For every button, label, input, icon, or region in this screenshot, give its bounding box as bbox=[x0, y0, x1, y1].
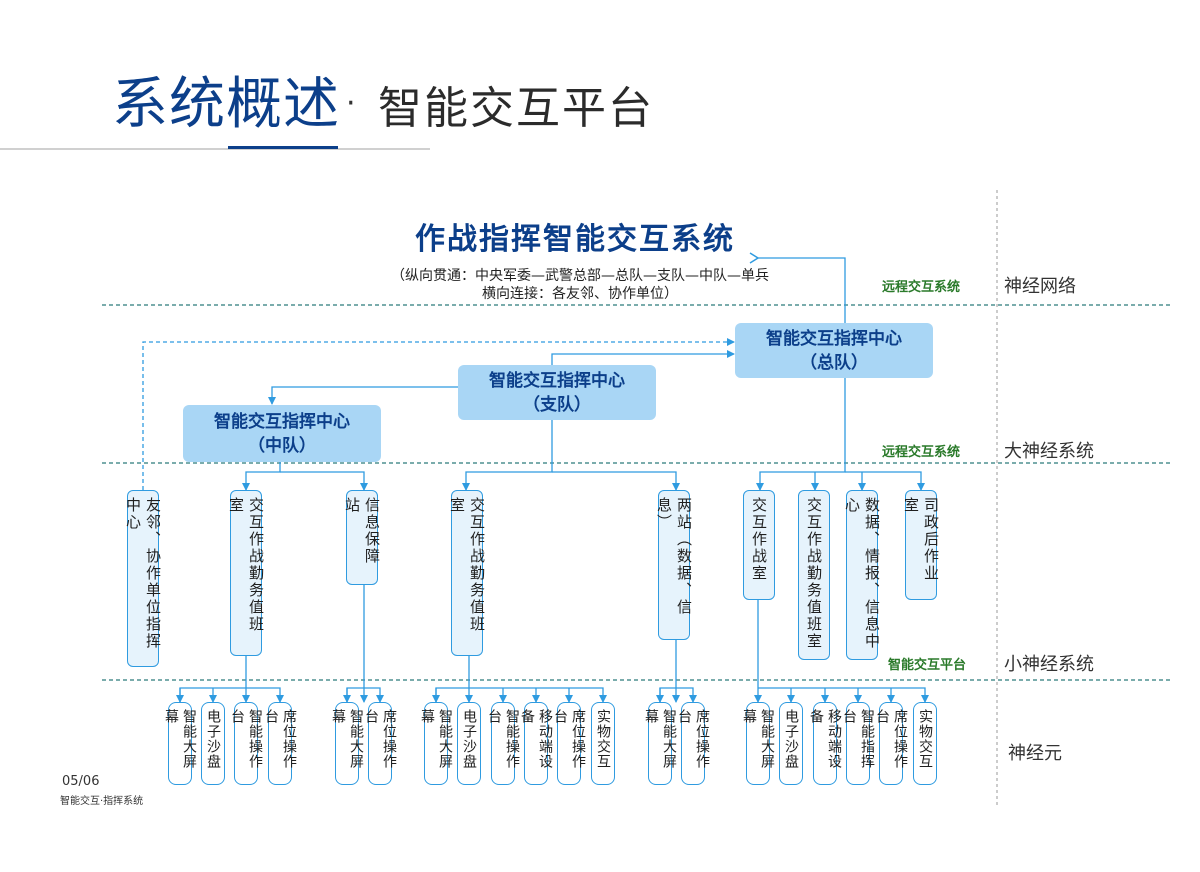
room-box: 信息保障站 bbox=[343, 490, 381, 585]
terminal-box: 席位操作台 bbox=[363, 702, 397, 785]
system-note-line1: （纵向贯通：中央军委—武警总部—总队—支队—中队—单兵 bbox=[391, 268, 769, 284]
center-unit: （总队） bbox=[800, 352, 868, 373]
terminal-box: 电子沙盘 bbox=[779, 702, 803, 785]
room-box: 友邻、协作单位指挥中心 bbox=[124, 490, 162, 667]
room-box: 交互作战勤务值班室 bbox=[448, 490, 486, 656]
terminal-box: 席位操作台 bbox=[676, 702, 710, 785]
terminal-box: 电子沙盘 bbox=[457, 702, 481, 785]
terminal-box: 智能大屏幕 bbox=[741, 702, 775, 785]
layer-label-remote: 远程交互系统 bbox=[882, 445, 961, 460]
level-label: 小神经系统 bbox=[1004, 654, 1094, 675]
room-box: 交互作战室 bbox=[743, 490, 775, 600]
center-zongdui: 智能交互指挥中心 （总队） bbox=[735, 323, 933, 378]
center-zhidui: 智能交互指挥中心 （支队） bbox=[458, 365, 656, 420]
level-label: 神经网络 bbox=[1004, 276, 1076, 297]
center-name: 智能交互指挥中心 bbox=[214, 411, 350, 432]
terminal-box: 席位操作台 bbox=[263, 702, 297, 785]
center-zhongdui: 智能交互指挥中心 （中队） bbox=[183, 405, 381, 462]
terminal-box: 移动端设备 bbox=[808, 702, 842, 785]
center-unit: （支队） bbox=[523, 394, 591, 415]
terminal-box: 智能大屏幕 bbox=[163, 702, 197, 785]
footer-caption: 智能交互·指挥系统 bbox=[60, 796, 144, 807]
header-divider bbox=[0, 148, 430, 150]
terminal-box: 席位操作台 bbox=[874, 702, 908, 785]
terminal-box: 智能大屏幕 bbox=[419, 702, 453, 785]
room-box: 数据、情报、信息中心 bbox=[843, 490, 881, 660]
center-name: 智能交互指挥中心 bbox=[489, 370, 625, 391]
center-unit: （中队） bbox=[248, 435, 316, 456]
level-label: 大神经系统 bbox=[1004, 441, 1094, 462]
room-box: 两站（数据、信息） bbox=[655, 490, 693, 640]
layer-label-remote: 远程交互系统 bbox=[882, 280, 961, 295]
level-label: 神经元 bbox=[1008, 743, 1062, 764]
terminal-box: 实物交互 bbox=[913, 702, 937, 785]
layer-label-platform: 智能交互平台 bbox=[888, 658, 967, 673]
terminal-box: 席位操作台 bbox=[552, 702, 586, 785]
terminal-box: 智能操作台 bbox=[229, 702, 263, 785]
page-number: 05/06 bbox=[62, 774, 100, 789]
title-separator: · bbox=[346, 86, 356, 121]
page-subtitle: 智能交互平台 bbox=[378, 83, 654, 134]
system-note-line2: 横向连接：各友邻、协作单位） bbox=[482, 286, 678, 302]
terminal-box: 智能指挥台 bbox=[841, 702, 875, 785]
terminal-box: 移动端设备 bbox=[519, 702, 553, 785]
room-box: 交互作战勤务值班室 bbox=[227, 490, 265, 656]
room-box: 交互作战勤务值班室 bbox=[798, 490, 830, 660]
terminal-box: 实物交互 bbox=[591, 702, 615, 785]
terminal-box: 智能操作台 bbox=[486, 702, 520, 785]
room-box: 司政后作业室 bbox=[902, 490, 940, 600]
terminal-box: 智能大屏幕 bbox=[330, 702, 364, 785]
center-name: 智能交互指挥中心 bbox=[766, 328, 902, 349]
terminal-box: 智能大屏幕 bbox=[643, 702, 677, 785]
page-title: 系统概述 bbox=[112, 72, 340, 137]
header-divider-accent bbox=[228, 146, 338, 149]
terminal-box: 电子沙盘 bbox=[201, 702, 225, 785]
system-title: 作战指挥智能交互系统 bbox=[415, 222, 735, 257]
